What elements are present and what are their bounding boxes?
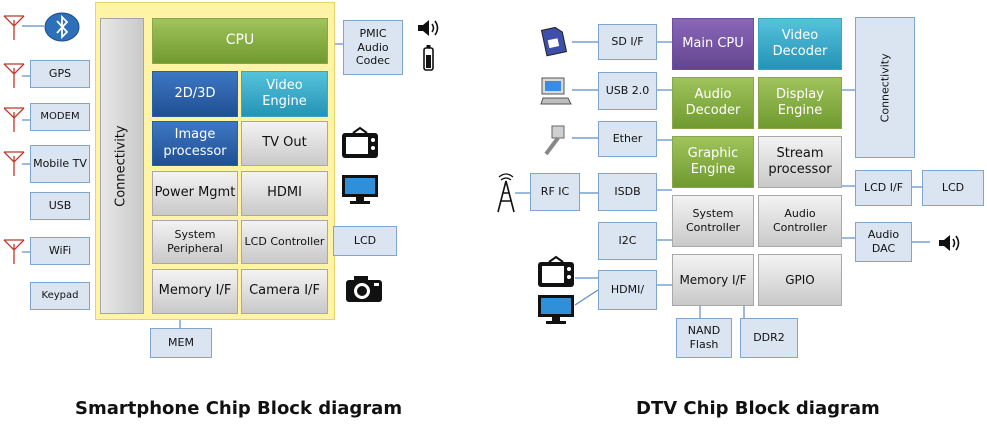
stream-processor-block: Stream processor [758, 136, 842, 188]
antenna-icon [3, 151, 25, 176]
camera-icon [346, 276, 382, 302]
system-controller-block: System Controller [672, 195, 754, 247]
hdmi-block: HDMI [241, 171, 328, 216]
video-decoder-block: Video Decoder [758, 18, 842, 70]
nand-flash-box: NAND Flash [676, 318, 732, 358]
camera-if-block: Camera I/F [241, 269, 328, 314]
power-mgmt-block: Power Mgmt [152, 171, 238, 216]
dtv-connectivity-bar: Connectivity [855, 17, 915, 158]
monitor-icon [342, 175, 378, 204]
main-cpu-block: Main CPU [672, 18, 754, 70]
wifi-box: WiFi [30, 237, 90, 265]
gpio-block: GPIO [758, 254, 842, 306]
ethernet-plug-icon [544, 125, 565, 156]
smartphone-connectivity-bar: Connectivity [100, 18, 144, 314]
video-engine-block: Video Engine [241, 71, 328, 117]
battery-icon [423, 45, 434, 71]
dtv-title: DTV Chip Block diagram [636, 398, 880, 419]
dtv-connectivity-label: Connectivity [878, 53, 892, 122]
tv-icon [538, 255, 574, 287]
keypad-box: Keypad [30, 282, 90, 310]
modem-box: MODEM [30, 103, 90, 131]
dtv-memory-if-block: Memory I/F [672, 254, 754, 306]
graphic-engine-block: Graphic Engine [672, 136, 754, 188]
image-processor-block: Image processor [152, 121, 238, 166]
audio-decoder-block: Audio Decoder [672, 77, 754, 129]
gps-box: GPS [30, 60, 90, 88]
cpu-block: CPU [152, 18, 328, 64]
ddr2-box: DDR2 [740, 318, 798, 358]
computer-icon [540, 77, 572, 105]
dtv-lcd-box: LCD [922, 170, 984, 206]
lcd-controller-block: LCD Controller [241, 220, 328, 264]
rf-ic-box: RF IC [530, 173, 580, 211]
lcd-if-box: LCD I/F [855, 170, 912, 206]
gfx-2d3d-block: 2D/3D [152, 71, 238, 117]
dtv-hdmi-box: HDMI/ [598, 270, 657, 310]
antenna-icon [3, 107, 25, 132]
audio-dac-box: Audio DAC [855, 222, 912, 262]
smartphone-connectivity-label: Connectivity [113, 125, 129, 207]
i2c-box: I2C [598, 222, 657, 260]
tv-icon [342, 126, 378, 158]
sd-if-box: SD I/F [598, 24, 657, 60]
monitor-icon [538, 295, 574, 324]
antenna-icon [3, 239, 25, 264]
radio-tower-icon [497, 173, 515, 213]
sd-card-icon [540, 26, 568, 57]
system-peripheral-block: System Peripheral [152, 220, 238, 264]
isdb-box: ISDB [598, 173, 657, 211]
tv-out-block: TV Out [241, 121, 328, 166]
ether-box: Ether [598, 121, 657, 157]
speaker-icon [418, 20, 439, 36]
audio-controller-block: Audio Controller [758, 195, 842, 247]
smartphone-title: Smartphone Chip Block diagram [75, 398, 403, 419]
mobile-tv-box: Mobile TV [30, 145, 90, 183]
mem-box: MEM [150, 328, 212, 358]
display-engine-block: Display Engine [758, 77, 842, 129]
bluetooth-icon [44, 12, 80, 42]
usb-box: USB [30, 192, 90, 220]
antenna-icon [3, 15, 25, 40]
memory-if-block: Memory I/F [152, 269, 238, 314]
antenna-icon [3, 63, 25, 88]
speaker-icon [939, 235, 960, 251]
pmic-audio-codec-box: PMIC Audio Codec [343, 20, 403, 75]
smartphone-lcd-box: LCD [333, 226, 397, 256]
dtv-usb-box: USB 2.0 [598, 72, 657, 110]
